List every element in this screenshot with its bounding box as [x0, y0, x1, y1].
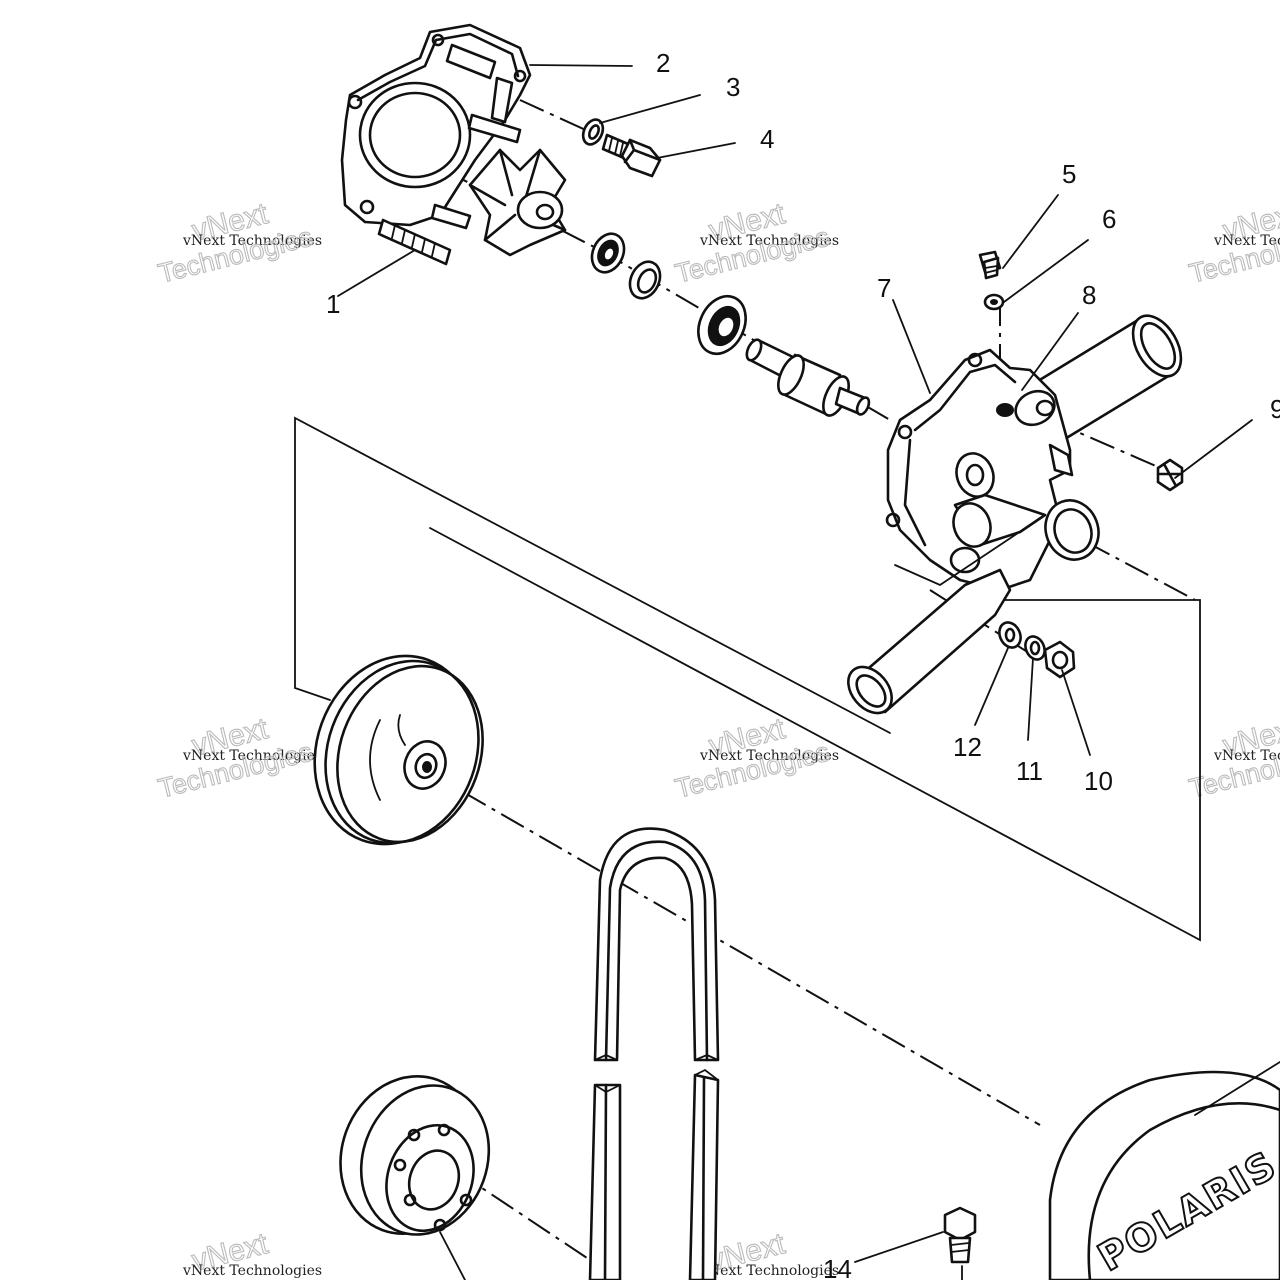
- callout-5: 5: [1062, 159, 1076, 189]
- svg-text:vNext Technologies: vNext Technologies: [182, 233, 322, 249]
- callout-11: 11: [1016, 756, 1043, 786]
- callout-6: 6: [1102, 204, 1116, 234]
- cover-bolt: [943, 1206, 977, 1264]
- svg-text:vNext Technologies: vNext Technologies: [699, 748, 839, 764]
- center-lines: [404, 99, 1196, 1261]
- hex-nut: [1043, 640, 1076, 679]
- watermark: vNext vNext Technologies Technologies: [155, 197, 322, 290]
- watermark: vNext vNext Technologies: [699, 1227, 839, 1279]
- flange-nut: [1156, 458, 1184, 492]
- callout-2: 2: [656, 48, 670, 78]
- callouts: 1 2 3 4 5 6 7 8 9 10 11 12 14: [326, 48, 1280, 1280]
- callout-12: 12: [953, 732, 982, 762]
- belt-cover: POLARIS: [1048, 1070, 1280, 1280]
- svg-text:vNext Technologies: vNext Technologies: [699, 1263, 839, 1279]
- watermark: vNext vNext Technologies Technologies: [672, 197, 839, 290]
- shaft-seal: [590, 232, 626, 274]
- pump-cover-plate: [340, 23, 567, 257]
- stud-bolt: [377, 218, 452, 266]
- callout-3: 3: [726, 72, 740, 102]
- pump-shaft: [745, 338, 871, 417]
- callout-14: 14: [823, 1254, 852, 1280]
- watermark: vNext vNext Technologies Technologies: [155, 712, 322, 805]
- svg-text:vNext Technologies: vNext Technologies: [699, 233, 839, 249]
- svg-text:vNext Technologies: vNext Technologies: [1213, 233, 1280, 249]
- watermark: vNext vNext Technologies Technologies: [672, 712, 839, 805]
- pump-housing: [847, 314, 1183, 715]
- drive-belt: [588, 827, 720, 1280]
- seal-ring: [628, 260, 662, 300]
- callout-4: 4: [760, 124, 774, 154]
- flat-washer: [998, 621, 1022, 649]
- pump-pulley: [313, 654, 484, 846]
- watermark: vNext vNext Technologies: [182, 1227, 322, 1279]
- sealing-washer: [983, 293, 1005, 311]
- svg-text:vNext Technologies: vNext Technologies: [1213, 748, 1280, 764]
- leader-lines: [337, 64, 1280, 1280]
- hex-bolt: [601, 133, 662, 178]
- callout-9: 9: [1270, 394, 1280, 424]
- lock-washer: [1024, 635, 1046, 661]
- bleed-screw: [978, 250, 1002, 280]
- callout-8: 8: [1082, 280, 1096, 310]
- svg-text:vNext Technologies: vNext Technologies: [182, 748, 322, 764]
- impeller: [468, 148, 567, 257]
- bearing: [697, 294, 747, 356]
- callout-1: 1: [326, 289, 340, 319]
- washer: [581, 118, 605, 146]
- group-outline: [294, 416, 1201, 942]
- svg-text:vNext Technologies: vNext Technologies: [182, 1263, 322, 1279]
- drive-pulley: [339, 1075, 491, 1236]
- watermark: vNext vNext Technologies Technologies: [1186, 197, 1280, 290]
- callout-10: 10: [1084, 766, 1113, 796]
- callout-7: 7: [877, 273, 891, 303]
